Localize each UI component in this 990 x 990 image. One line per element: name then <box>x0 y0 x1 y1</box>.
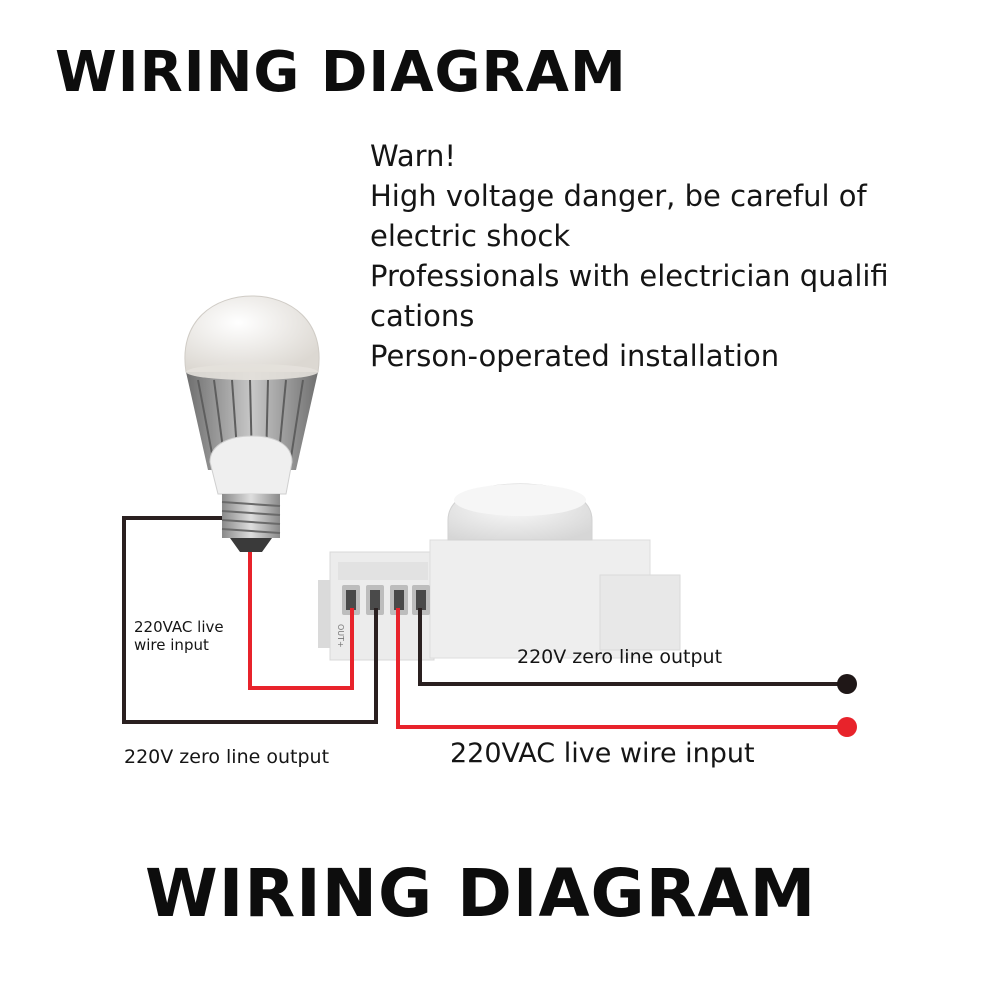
terminal-block <box>342 585 430 615</box>
title-top: WIRING DIAGRAM <box>55 40 627 105</box>
warning-line: cations <box>370 299 475 333</box>
label-line: wire input <box>134 636 209 654</box>
live-wire-terminal-dot <box>837 717 857 737</box>
zero-wire-left <box>122 516 378 724</box>
zero-wire-right <box>418 608 846 686</box>
led-bulb-icon <box>184 295 320 552</box>
warning-text-block: Warn! High voltage danger, be careful of… <box>370 136 889 376</box>
port-label-out: OUT+ <box>336 624 345 648</box>
live-wire-right <box>396 608 846 729</box>
warning-line: Professionals with electrician qualifi <box>370 259 889 293</box>
label-zero-line-output-right: 220V zero line output <box>517 646 723 668</box>
live-wire-left <box>248 552 354 690</box>
microwave-motion-sensor-icon: OUT+ <box>318 483 681 661</box>
warning-line: Warn! <box>370 139 457 173</box>
title-bottom: WIRING DIAGRAM <box>145 855 817 932</box>
warning-line: Person-operated installation <box>370 339 780 373</box>
label-line: 220VAC live <box>134 618 224 636</box>
zero-wire-terminal-dot <box>837 674 857 694</box>
label-live-wire-input-left: 220VAC live wire input <box>134 618 224 654</box>
warning-line: electric shock <box>370 219 571 253</box>
label-live-wire-input-right: 220VAC live wire input <box>450 738 755 769</box>
label-zero-line-output-left: 220V zero line output <box>124 746 330 768</box>
wires <box>122 516 846 729</box>
warning-line: High voltage danger, be careful of <box>370 179 867 213</box>
